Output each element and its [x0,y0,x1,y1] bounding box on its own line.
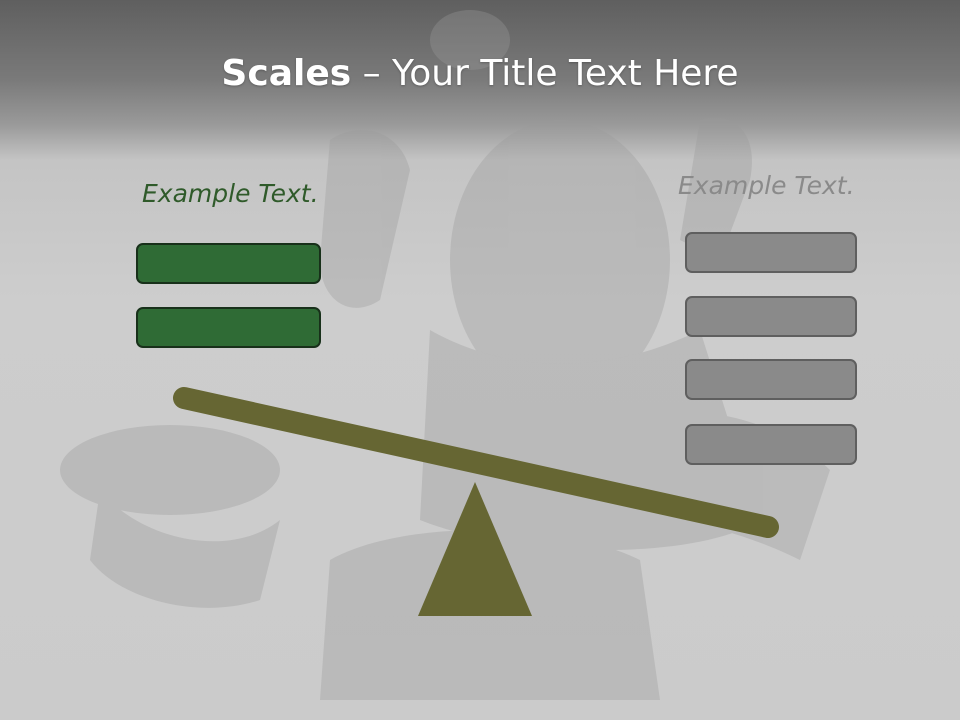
left-bar-1 [136,243,321,284]
right-example-label: Example Text. [678,171,855,200]
title-bold-text: Scales [221,53,352,94]
scale-beam [173,387,779,538]
right-bar-3 [685,359,857,400]
title-rest-text: – Your Title Text Here [351,53,739,94]
left-example-label: Example Text. [142,179,319,208]
right-bar-1 [685,232,857,273]
fulcrum-triangle [418,482,532,616]
right-bar-2 [685,296,857,337]
slide-title: Scales – Your Title Text Here [0,50,960,98]
right-bar-4 [685,424,857,465]
left-bar-2 [136,307,321,348]
